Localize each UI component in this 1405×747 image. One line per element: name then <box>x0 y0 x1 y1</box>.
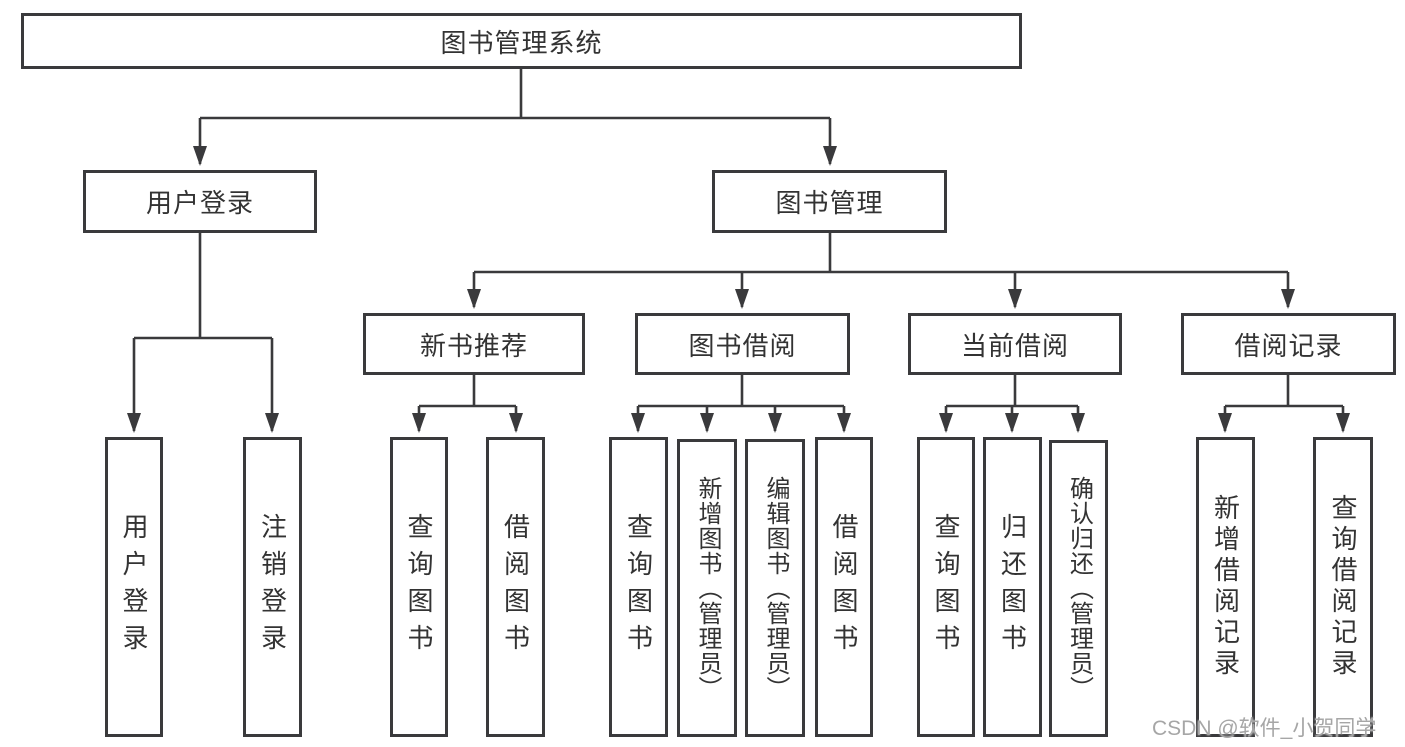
leaf-confirm-return-admin: 确认归还（管理员） <box>1049 440 1108 737</box>
leaf-add-book-admin: 新增图书（管理员） <box>677 439 737 737</box>
leaf-query-books-borrow-label: 查询图书 <box>623 513 654 661</box>
leaf-confirm-return-admin-label: 确认归还（管理员） <box>1065 476 1093 701</box>
node-current-borrow-label: 当前借阅 <box>960 330 1069 361</box>
leaf-logout: 注销登录 <box>243 437 302 737</box>
node-user-login-label: 用户登录 <box>145 188 254 218</box>
leaf-query-books-recommend: 查询图书 <box>390 437 448 737</box>
node-user-login: 用户登录 <box>83 170 317 233</box>
node-current-borrow: 当前借阅 <box>908 313 1122 375</box>
leaf-query-borrow-record: 查询借阅记录 <box>1313 437 1373 737</box>
leaf-user-login-label: 用户登录 <box>119 513 149 661</box>
leaf-edit-book-admin: 编辑图书（管理员） <box>745 439 805 737</box>
leaf-logout-label: 注销登录 <box>257 513 288 661</box>
leaf-query-books-current: 查询图书 <box>917 437 975 737</box>
leaf-add-borrow-record: 新增借阅记录 <box>1196 437 1255 737</box>
leaf-query-borrow-record-label: 查询借阅记录 <box>1328 494 1358 680</box>
leaf-return-book-label: 归还图书 <box>997 513 1028 661</box>
node-new-book-recommend-label: 新书推荐 <box>419 330 528 361</box>
leaf-add-book-admin-label: 新增图书（管理员） <box>694 475 721 701</box>
leaf-query-books-recommend-label: 查询图书 <box>404 513 434 661</box>
leaf-borrow-books-recommend-label: 借阅图书 <box>500 513 531 661</box>
leaf-edit-book-admin-label: 编辑图书（管理员） <box>762 475 789 701</box>
node-book-borrow-label: 图书借阅 <box>688 330 797 361</box>
node-borrow-records-label: 借阅记录 <box>1234 330 1343 361</box>
node-book-borrow: 图书借阅 <box>635 313 850 375</box>
leaf-add-borrow-record-label: 新增借阅记录 <box>1210 494 1241 680</box>
leaf-return-book: 归还图书 <box>983 437 1042 737</box>
node-book-management-label: 图书管理 <box>775 188 884 218</box>
node-new-book-recommend: 新书推荐 <box>363 313 585 375</box>
node-borrow-records: 借阅记录 <box>1181 313 1396 375</box>
leaf-user-login: 用户登录 <box>105 437 163 737</box>
node-root-label: 图书管理系统 <box>440 27 603 58</box>
leaf-borrow-books: 借阅图书 <box>815 437 873 737</box>
watermark: CSDN @软件_小贺同学 <box>1152 717 1377 740</box>
leaf-borrow-books-recommend: 借阅图书 <box>486 437 545 737</box>
leaf-query-books-borrow: 查询图书 <box>609 437 668 737</box>
leaf-borrow-books-label: 借阅图书 <box>829 513 859 661</box>
node-root: 图书管理系统 <box>21 13 1022 69</box>
leaf-query-books-current-label: 查询图书 <box>931 513 961 661</box>
node-book-management: 图书管理 <box>712 170 947 233</box>
